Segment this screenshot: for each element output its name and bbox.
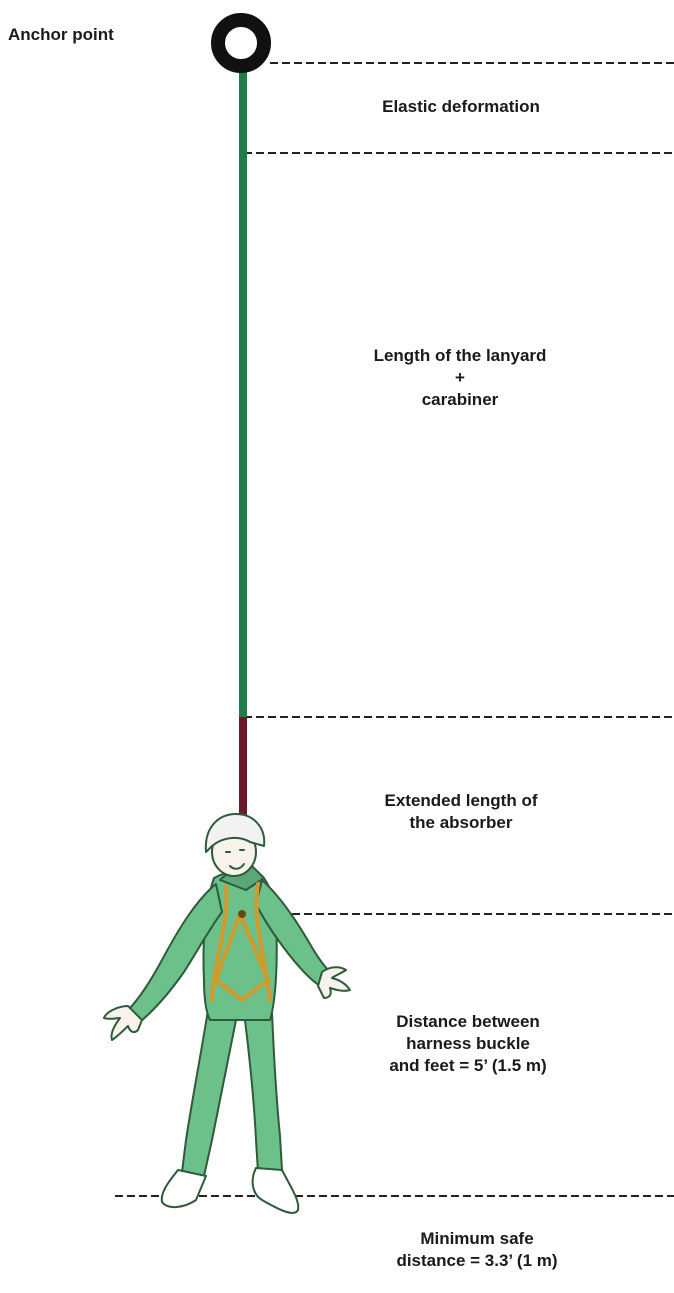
absorber-label-line2: the absorber bbox=[385, 812, 538, 834]
absorber-length-label: Extended length of the absorber bbox=[385, 790, 538, 834]
harness-distance-label: Distance between harness buckle and feet… bbox=[389, 1011, 546, 1077]
harness-label-line3: and feet = 5’ (1.5 m) bbox=[389, 1055, 546, 1077]
worker-left-leg bbox=[182, 1010, 236, 1176]
lanyard-length-label: Length of the lanyard + carabiner bbox=[374, 345, 547, 411]
safe-label-line2: distance = 3.3’ (1 m) bbox=[396, 1250, 557, 1272]
minimum-safe-distance-label: Minimum safe distance = 3.3’ (1 m) bbox=[396, 1228, 557, 1272]
lanyard-label-line3: carabiner bbox=[374, 389, 547, 411]
lanyard-label-line1: Length of the lanyard bbox=[374, 345, 547, 367]
worker-left-shoe bbox=[162, 1170, 206, 1207]
harness-label-line1: Distance between bbox=[389, 1011, 546, 1033]
absorber-line bbox=[239, 717, 247, 827]
safe-label-line1: Minimum safe bbox=[396, 1228, 557, 1250]
lanyard-line bbox=[239, 70, 247, 717]
worker-right-leg bbox=[244, 1012, 282, 1172]
lanyard-label-line2: + bbox=[374, 367, 547, 389]
worker-figure bbox=[104, 814, 350, 1213]
elastic-deformation-label: Elastic deformation bbox=[382, 96, 540, 118]
absorber-label-line1: Extended length of bbox=[385, 790, 538, 812]
worker-right-shoe bbox=[253, 1168, 299, 1213]
anchor-ring-icon bbox=[218, 20, 264, 66]
anchor-point-label: Anchor point bbox=[8, 24, 114, 46]
worker-right-hand bbox=[318, 967, 350, 998]
harness-label-line2: harness buckle bbox=[389, 1033, 546, 1055]
harness-buckle-icon bbox=[238, 910, 246, 918]
